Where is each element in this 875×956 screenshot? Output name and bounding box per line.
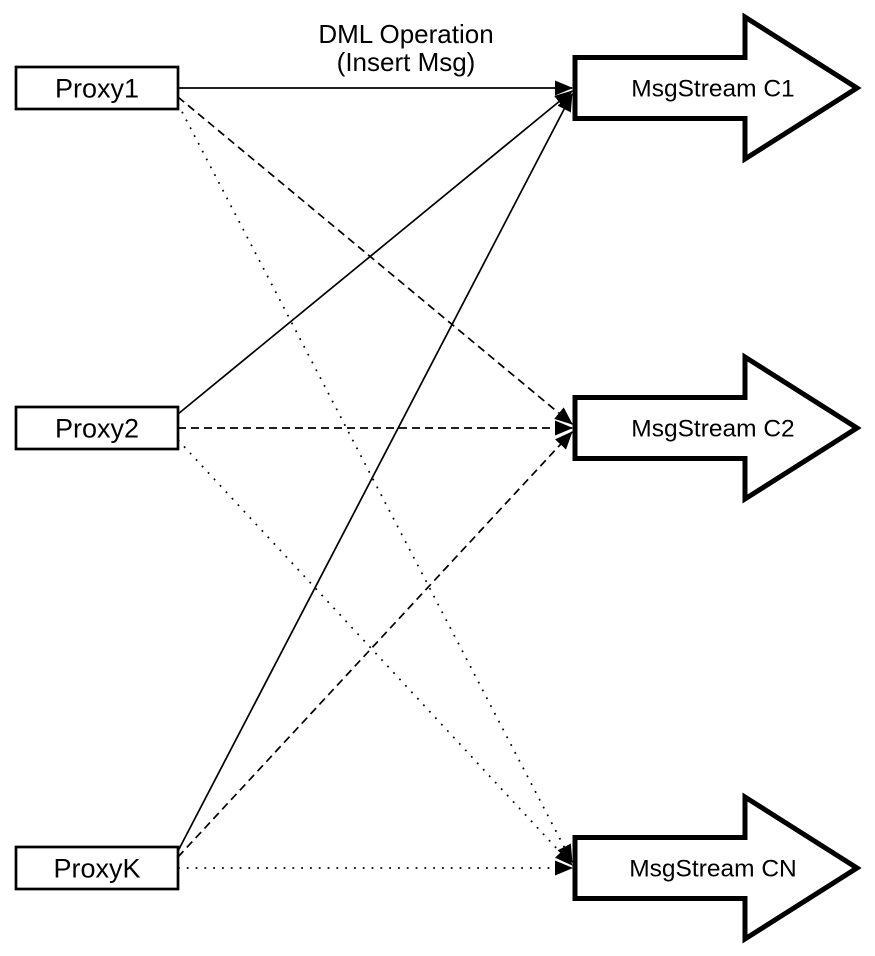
proxy1-label: Proxy1	[55, 73, 139, 103]
msgstream-cn-label: MsgStream CN	[629, 856, 796, 883]
proxyk-label: ProxyK	[53, 853, 140, 883]
edge-proxy1-msgstream-c2	[177, 96, 573, 425]
edge-label-line2: (Insert Msg)	[337, 47, 476, 77]
edge-label-line1: DML Operation	[318, 19, 493, 49]
edge-proxy2-msgstream-c1	[177, 90, 573, 415]
msgstream-c2-arrow-shape	[572, 352, 862, 504]
msgstream-c1-arrow-shape	[572, 12, 862, 164]
edge-proxyk-msgstream-c2	[177, 431, 573, 858]
edges	[177, 80, 573, 876]
proxyk-node	[14, 845, 180, 891]
edge-proxy1-msgstream-cn	[177, 103, 573, 863]
msgstream-c1-label: MsgStream C1	[631, 76, 794, 103]
msgstream-nodes: MsgStream C1 MsgStream C2 MsgStream CN	[572, 12, 862, 944]
proxy1-node	[14, 65, 180, 111]
proxy2-node	[14, 405, 180, 451]
edge-proxy2-msgstream-cn	[177, 439, 573, 866]
proxy2-label: Proxy2	[55, 413, 139, 443]
edge-proxyk-msgstream-c1	[177, 93, 573, 852]
msgstream-cn-arrow-shape	[572, 792, 862, 944]
proxy-nodes: Proxy1 Proxy2 ProxyK	[14, 65, 180, 891]
edge-label: DML Operation (Insert Msg)	[318, 19, 493, 77]
msgstream-c2-label: MsgStream C2	[631, 416, 794, 443]
